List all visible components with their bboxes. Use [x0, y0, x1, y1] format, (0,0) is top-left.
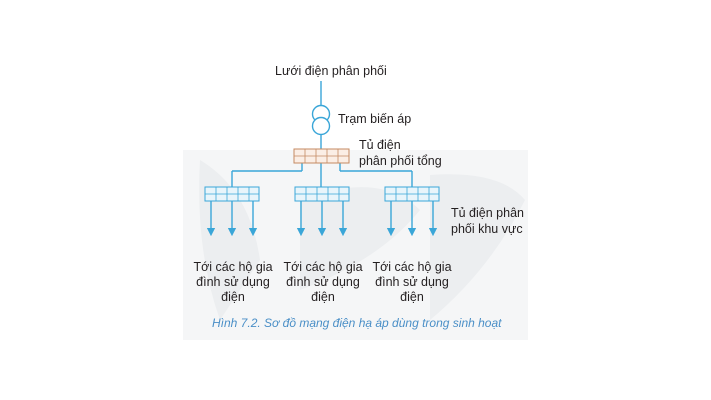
household-feed-arrows: [206, 201, 438, 237]
main-panel-label-line2: phân phối tổng: [359, 154, 442, 168]
caption-text: Sơ đồ mạng điện hạ áp dùng trong sinh ho…: [264, 316, 502, 330]
area-panel-right: [384, 186, 440, 202]
grid-label: Lưới điện phân phối: [275, 64, 387, 78]
household-label-left: Tới các hộ gia đình sử dụng điện: [193, 260, 273, 304]
connection-lines: [231, 81, 413, 187]
figure-number: Hình 7.2.: [212, 316, 261, 330]
area-panel-label-line2: phối khu vực: [451, 222, 523, 236]
figure-caption: Hình 7.2. Sơ đồ mạng điện hạ áp dùng tro…: [212, 316, 501, 330]
household-label-middle: Tới các hộ gia đình sử dụng điện: [283, 260, 363, 304]
watermark-logo: [183, 150, 528, 340]
area-panel-left: [204, 186, 260, 202]
main-distribution-panel: [293, 148, 350, 164]
transformer-label: Trạm biến áp: [338, 112, 412, 126]
area-panel-middle: [294, 186, 350, 202]
transformer-icon: [311, 104, 331, 136]
household-label-right: Tới các hộ gia đình sử dụng điện: [372, 260, 452, 304]
area-panel-label-line1: Tủ điện phân: [451, 206, 524, 220]
main-panel-label-line1: Tủ điện: [359, 138, 401, 152]
